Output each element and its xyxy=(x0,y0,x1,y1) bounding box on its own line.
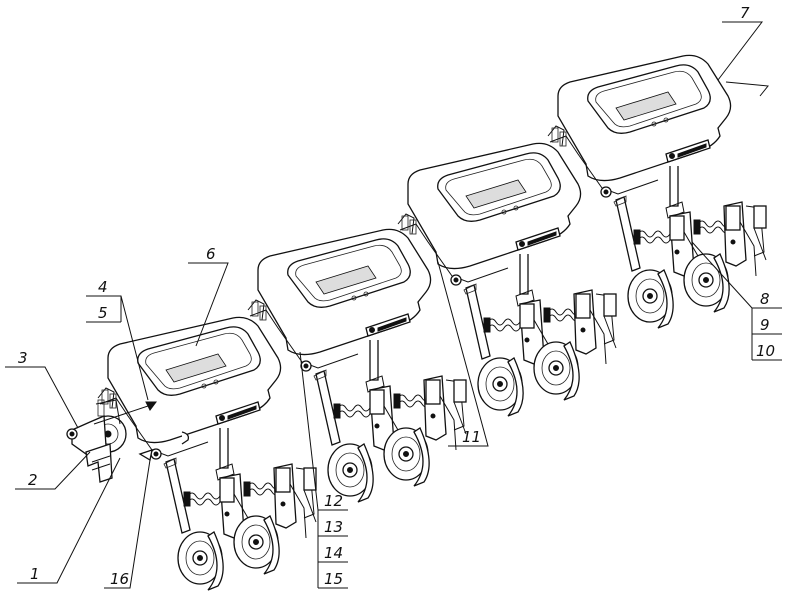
callout-9: 9 xyxy=(760,316,770,334)
part-16 xyxy=(138,431,190,462)
callout-4: 4 xyxy=(98,278,108,296)
callout-7: 7 xyxy=(740,4,750,22)
drive-end-assembly xyxy=(66,399,127,483)
callout-2: 2 xyxy=(28,471,38,489)
shaft-arrow-left xyxy=(93,401,157,425)
callout-14: 14 xyxy=(324,544,343,562)
callout-5: 5 xyxy=(98,304,108,322)
callout-11: 11 xyxy=(462,428,481,446)
callout-12: 12 xyxy=(324,492,343,510)
callout-10: 10 xyxy=(756,342,775,360)
section-unit-1 xyxy=(97,316,317,591)
callout-8: 8 xyxy=(760,290,770,308)
shaft-arrow-right xyxy=(725,81,769,97)
leader-lines xyxy=(5,21,782,589)
callout-6: 6 xyxy=(206,245,216,263)
callout-15: 15 xyxy=(324,570,343,588)
callout-13: 13 xyxy=(324,518,343,536)
callout-1: 1 xyxy=(30,565,40,583)
callout-labels: 1 2 3 4 5 6 7 8 9 10 11 12 13 14 15 16 xyxy=(18,4,775,588)
callout-3: 3 xyxy=(18,349,28,367)
callout-16: 16 xyxy=(110,570,129,588)
